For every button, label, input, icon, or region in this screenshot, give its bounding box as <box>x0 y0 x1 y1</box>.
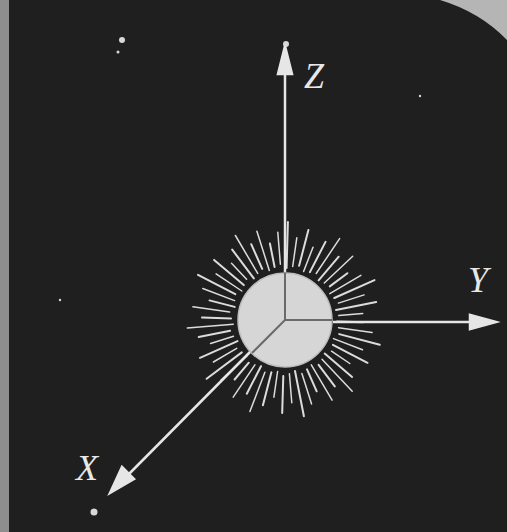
axis-label: X <box>76 450 98 486</box>
sun-ray <box>289 374 291 403</box>
sun-ray <box>310 242 326 272</box>
sun-ray <box>202 317 231 320</box>
sun-ray <box>293 238 297 267</box>
stars <box>59 37 421 516</box>
sun-ray <box>311 365 332 400</box>
sun-ray <box>210 300 235 307</box>
page-margin <box>0 0 9 532</box>
sun-ray <box>282 376 283 413</box>
sun-ray <box>193 307 230 312</box>
sun-ray <box>199 331 230 337</box>
axis-label: Z <box>304 58 324 94</box>
axis-label: Y <box>468 262 488 298</box>
sun-ray <box>200 341 238 358</box>
sun-ray <box>319 365 335 387</box>
sun-ray <box>302 373 312 404</box>
sun-ray <box>216 274 242 291</box>
sun-ray <box>232 250 254 279</box>
sun-ray <box>338 295 364 303</box>
sun-ray <box>319 257 339 281</box>
sun-ray <box>334 280 374 298</box>
sun-axis-lines <box>252 273 332 353</box>
sun-ray <box>287 222 288 268</box>
sun-ray <box>339 328 373 333</box>
sun-ray <box>339 314 363 316</box>
sun-ray <box>333 345 368 363</box>
sun-ray <box>198 275 235 294</box>
sun-ray <box>274 372 278 398</box>
sun-ray <box>247 366 261 394</box>
sun-ray <box>235 236 257 274</box>
page-corner <box>440 0 507 40</box>
sun-ray <box>250 372 265 411</box>
sun-ray <box>336 302 376 310</box>
sun-ray <box>257 231 269 270</box>
sun-ray <box>263 372 272 405</box>
sun-ray <box>211 336 234 343</box>
sun-ray <box>307 369 317 391</box>
sun-ray <box>330 275 361 293</box>
sun-ray <box>325 354 352 377</box>
sun-ray <box>278 232 281 264</box>
sun-ray <box>187 324 233 328</box>
sun-ray <box>251 244 262 269</box>
sun-ray <box>295 371 304 416</box>
sun-disc <box>238 273 332 367</box>
sun-ray <box>299 230 308 266</box>
sun-ray <box>270 244 275 268</box>
axes <box>110 46 496 493</box>
